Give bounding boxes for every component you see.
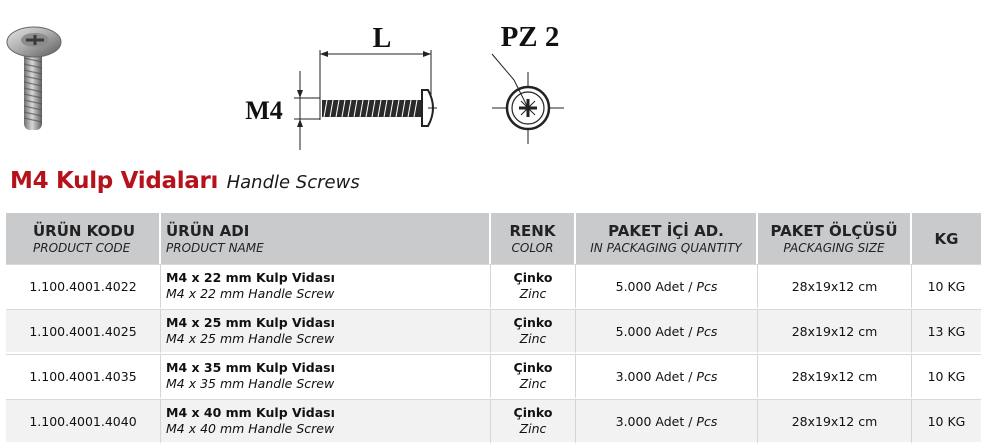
product-code-cell: 1.100.4001.4022 bbox=[6, 264, 161, 309]
screw-dimension-diagram: L M4 bbox=[245, 23, 437, 150]
size-cell: 28x19x12 cm bbox=[758, 399, 912, 444]
table-row: 1.100.4001.4040 M4 x 40 mm Kulp Vidası M… bbox=[6, 399, 981, 444]
product-name-cell: M4 x 22 mm Kulp Vidası M4 x 22 mm Handle… bbox=[161, 264, 491, 309]
kg-cell: 13 KG bbox=[912, 309, 981, 354]
drive-label: PZ 2 bbox=[501, 21, 560, 53]
section-title: M4 Kulp Vidaları bbox=[10, 168, 219, 194]
table-header-row: ÜRÜN KODU PRODUCT CODE ÜRÜN ADI PRODUCT … bbox=[6, 213, 981, 264]
product-name-cell: M4 x 40 mm Kulp Vidası M4 x 40 mm Handle… bbox=[161, 399, 491, 444]
color-cell: Çinko Zinc bbox=[491, 309, 576, 354]
header-packaging-size: PAKET ÖLÇÜSÜ PACKAGING SIZE bbox=[758, 213, 912, 264]
size-cell: 28x19x12 cm bbox=[758, 354, 912, 399]
product-code-cell: 1.100.4001.4035 bbox=[6, 354, 161, 399]
header-color: RENK COLOR bbox=[491, 213, 576, 264]
product-code-cell: 1.100.4001.4025 bbox=[6, 309, 161, 354]
kg-cell: 10 KG bbox=[912, 354, 981, 399]
header-product-code: ÜRÜN KODU PRODUCT CODE bbox=[6, 213, 161, 264]
size-cell: 28x19x12 cm bbox=[758, 264, 912, 309]
product-name-cell: M4 x 25 mm Kulp Vidası M4 x 25 mm Handle… bbox=[161, 309, 491, 354]
kg-cell: 10 KG bbox=[912, 264, 981, 309]
color-cell: Çinko Zinc bbox=[491, 354, 576, 399]
header-kg: KG bbox=[912, 213, 981, 264]
header-packaging-quantity: PAKET İÇİ AD. IN PACKAGING QUANTITY bbox=[576, 213, 758, 264]
diameter-label: M4 bbox=[245, 96, 283, 125]
product-code-cell: 1.100.4001.4040 bbox=[6, 399, 161, 444]
color-cell: Çinko Zinc bbox=[491, 264, 576, 309]
table-row: 1.100.4001.4025 M4 x 25 mm Kulp Vidası M… bbox=[6, 309, 981, 354]
table-row: 1.100.4001.4022 M4 x 22 mm Kulp Vidası M… bbox=[6, 264, 981, 309]
kg-cell: 10 KG bbox=[912, 399, 981, 444]
quantity-cell: 5.000 Adet / Pcs bbox=[576, 309, 758, 354]
table-row: 1.100.4001.4035 M4 x 35 mm Kulp Vidası M… bbox=[6, 354, 981, 399]
section-subtitle: Handle Screws bbox=[226, 172, 360, 193]
pozidriv-drive-diagram: PZ 2 bbox=[491, 21, 564, 144]
screw-photo-image bbox=[6, 26, 62, 130]
product-name-cell: M4 x 35 mm Kulp Vidası M4 x 35 mm Handle… bbox=[161, 354, 491, 399]
section-heading: M4 Kulp Vidaları Handle Screws bbox=[10, 168, 360, 194]
quantity-cell: 3.000 Adet / Pcs bbox=[576, 399, 758, 444]
quantity-cell: 5.000 Adet / Pcs bbox=[576, 264, 758, 309]
length-label: L bbox=[373, 23, 392, 54]
color-cell: Çinko Zinc bbox=[491, 399, 576, 444]
header-product-name: ÜRÜN ADI PRODUCT NAME bbox=[161, 213, 491, 264]
product-spec-table: ÜRÜN KODU PRODUCT CODE ÜRÜN ADI PRODUCT … bbox=[6, 213, 981, 444]
quantity-cell: 3.000 Adet / Pcs bbox=[576, 354, 758, 399]
size-cell: 28x19x12 cm bbox=[758, 309, 912, 354]
